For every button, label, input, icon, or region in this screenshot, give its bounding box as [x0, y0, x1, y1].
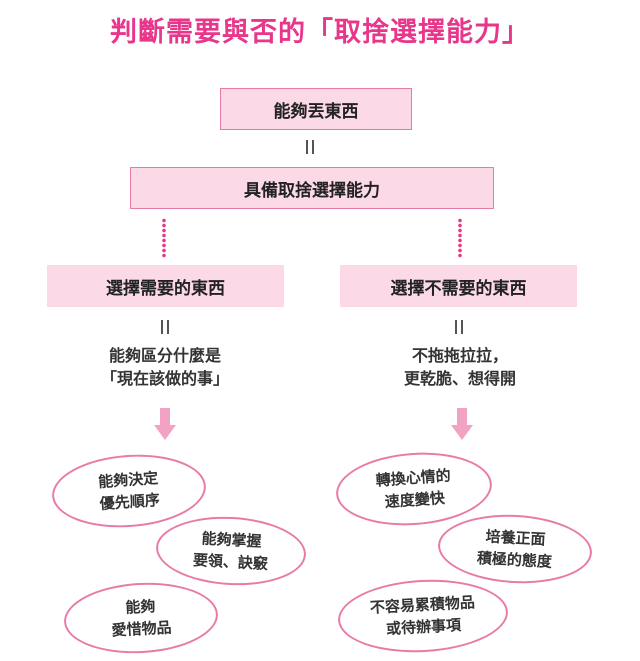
left-bubble-3: 能夠 愛惜物品 — [62, 579, 220, 657]
right-desc-line1: 不拖拖拉拉， — [411, 346, 508, 365]
left-box: 選擇需要的東西 — [47, 265, 284, 307]
equals-top — [305, 140, 315, 154]
right-desc-line2: 更乾脆、想得開 — [403, 369, 516, 388]
arrow-down-right — [451, 408, 473, 440]
left-bubble-3-line1: 能夠 — [124, 597, 156, 617]
dotted-connector-left — [162, 218, 166, 258]
right-box: 選擇不需要的東西 — [340, 265, 577, 307]
right-box-label: 選擇不需要的東西 — [390, 278, 527, 299]
equals-right — [454, 320, 464, 334]
left-bubble-2: 能夠掌握 要領、訣竅 — [154, 513, 308, 589]
dotted-connector-right — [458, 218, 462, 258]
top-box: 能夠丟東西 — [220, 88, 412, 130]
right-bubble-2-line2: 積極的態度 — [476, 549, 553, 571]
left-description: 能夠區分什麼是 「現在該做的事」 — [70, 344, 260, 390]
left-bubble-1: 能夠決定 優先順序 — [49, 449, 209, 533]
right-bubble-3-line2: 或待辦事項 — [385, 616, 462, 638]
right-bubble-1-line2: 速度變快 — [384, 488, 446, 512]
right-bubble-2: 培養正面 積極的態度 — [436, 511, 594, 587]
left-bubble-1-line2: 優先順序 — [99, 490, 161, 514]
left-desc-line1: 能夠區分什麼是 — [108, 346, 221, 365]
right-bubble-3: 不容易累積物品 或待辦事項 — [336, 575, 510, 657]
left-desc-line2: 「現在該做的事」 — [100, 369, 229, 388]
middle-box-label: 具備取捨選擇能力 — [244, 180, 380, 201]
left-bubble-3-line2: 愛惜物品 — [111, 618, 173, 640]
top-box-label: 能夠丟東西 — [273, 101, 359, 122]
equals-left — [160, 320, 170, 334]
middle-box: 具備取捨選擇能力 — [130, 167, 494, 209]
right-bubble-1: 轉換心情的 速度變快 — [333, 447, 495, 531]
right-description: 不拖拖拉拉， 更乾脆、想得開 — [365, 344, 555, 390]
diagram-title: 判斷需要與否的「取捨選擇能力」 — [110, 17, 530, 48]
left-box-label: 選擇需要的東西 — [106, 278, 225, 299]
arrow-down-left — [154, 408, 176, 440]
left-bubble-2-line2: 要領、訣竅 — [192, 551, 269, 573]
